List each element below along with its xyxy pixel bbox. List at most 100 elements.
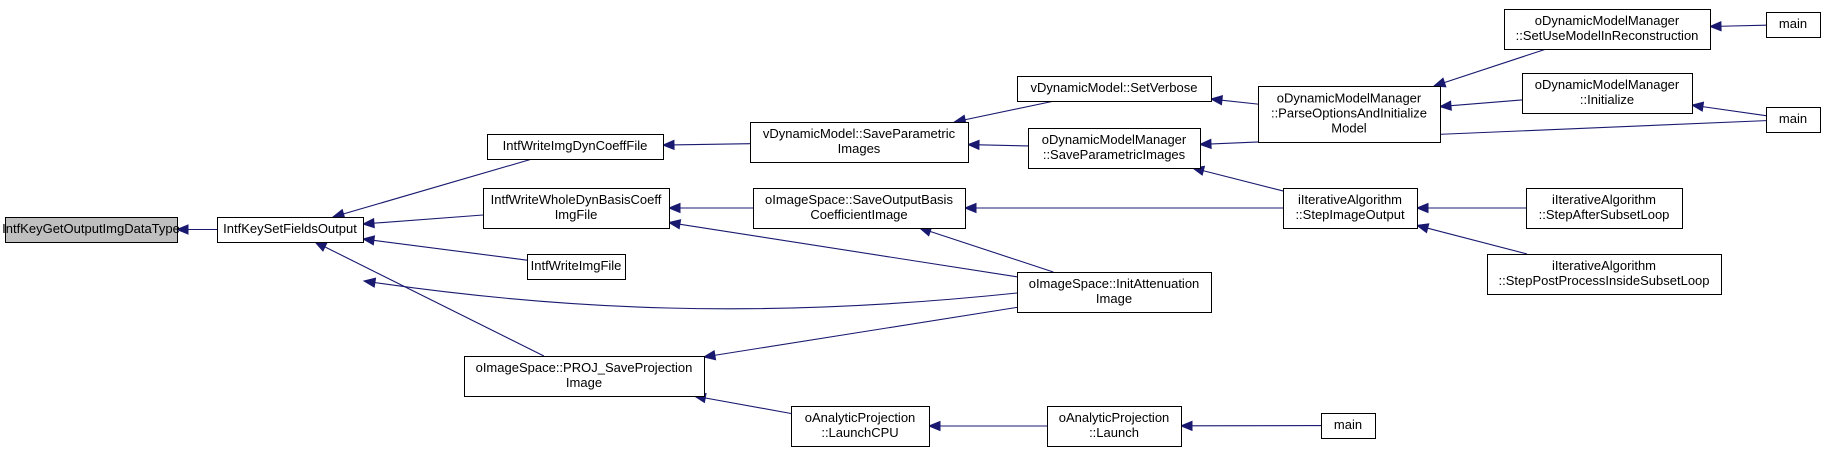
node-odmmSetUseModel[interactable]: oDynamicModelManager::SetUseModelInRecon… [1504,9,1711,50]
node-main2[interactable]: main [1766,107,1821,133]
edge-line [332,158,533,218]
node-label-line: oDynamicModelManager [1042,132,1187,147]
node-box [1504,9,1711,50]
edge-line [954,100,1055,123]
node-label-line: ::ParseOptionsAndInitialize [1271,106,1427,121]
node-label-line: Image [566,375,602,390]
node-iaStepAfterSubset[interactable]: iIterativeAlgorithm::StepAfterSubsetLoop [1526,188,1683,229]
node-label-line: ::Launch [1089,425,1139,440]
node-box [1047,406,1182,447]
arrowhead [1209,95,1223,106]
node-writeImgDynCoeffFile[interactable]: IntfWriteImgDynCoeffFile [487,134,664,160]
edge-line [662,143,751,146]
node-label-line: oDynamicModelManager [1277,91,1422,106]
node-setFieldsOutput[interactable]: IntfKeySetFieldsOutput [217,217,364,243]
node-writeImgFile[interactable]: IntfWriteImgFile [527,254,626,280]
node-vdmSetVerbose[interactable]: vDynamicModel::SetVerbose [1017,76,1212,102]
node-box [753,188,966,229]
node-box [1526,188,1683,229]
edge-apLaunchCPU-to-projSaveProjection [693,392,792,415]
arrowhead [1415,223,1430,234]
edge-vdmSetVerbose-to-vdmSaveParametric [953,100,1055,125]
node-box [1017,272,1212,313]
edge-isInitAttenuation-to-writeWholeDynBasisCoeff [667,219,1018,278]
edge-line [362,214,484,225]
node-label-line: Images [838,141,881,156]
edge-line [1439,99,1523,108]
node-box [1321,413,1376,439]
edge-line [1691,104,1767,117]
node-label-line: oImageSpace::SaveOutputBasis [765,192,953,207]
node-label-line: Model [1331,121,1367,136]
node-main1[interactable]: main [1766,12,1821,38]
node-main3[interactable]: main [1321,413,1376,439]
node-label-line: iIterativeAlgorithm [1552,192,1656,207]
edge-line [314,241,545,357]
node-label-line: iIterativeAlgorithm [1552,258,1656,273]
edges-layer [175,20,1767,432]
edge-vdmSaveParametric-to-writeImgDynCoeffFile [661,139,751,151]
arrowhead [361,217,375,229]
node-iaStepPostProcess[interactable]: iIterativeAlgorithm::StepPostProcessInsi… [1487,254,1722,295]
edge-iaStepPostProcess-to-iaStepImageOutput [1415,223,1528,255]
arrowhead [1438,100,1452,111]
edge-line [694,395,792,415]
edge-line [363,280,1018,310]
edge-iaStepImageOutput-to-odmmSaveParametric [1191,165,1284,192]
edge-line [362,238,528,261]
edge-isInitAttenuation-to-setFieldsOutput [362,277,1018,310]
node-box [487,134,664,160]
node-label-line: ::StepImageOutput [1295,207,1405,222]
node-label-line: iIterativeAlgorithm [1298,192,1402,207]
arrowhead [667,202,681,214]
node-iaStepImageOutput[interactable]: iIterativeAlgorithm::StepImageOutput [1283,188,1418,229]
arrowhead [1708,20,1722,32]
node-box [464,356,705,397]
edge-iaStepImageOutput-to-isSaveOutputBasis [963,202,1283,214]
node-label-line: IntfWriteImgFile [531,258,622,273]
node-root[interactable]: IntfKeyGetOutputImgDataType [2,217,180,243]
arrowhead [1432,77,1447,88]
node-apLaunch[interactable]: oAnalyticProjection::Launch [1047,406,1182,447]
edge-line [1416,224,1528,255]
node-label-line: ImgFile [555,207,598,222]
node-odmmSaveParametric[interactable]: oDynamicModelManager::SaveParametricImag… [1028,128,1201,169]
edge-iaStepAfterSubset-to-iaStepImageOutput [1415,202,1526,214]
node-label-line: main [1779,16,1807,31]
node-box [217,217,364,243]
node-apLaunchCPU[interactable]: oAnalyticProjection::LaunchCPU [791,406,930,447]
node-box [483,188,670,229]
edge-main1-to-odmmSetUseModel [1708,20,1767,32]
node-label-line: CoefficientImage [810,207,907,222]
node-box [1766,107,1821,133]
node-vdmSaveParametric[interactable]: vDynamicModel::SaveParametricImages [750,122,969,163]
node-odmmInitialize[interactable]: oDynamicModelManager::Initialize [1522,73,1693,114]
edge-main2-to-odmmInitialize [1690,101,1767,117]
edge-odmmParseOptions-to-vdmSetVerbose [1209,95,1259,106]
arrowhead [175,224,189,235]
node-box [1487,254,1722,295]
edge-line [1433,48,1547,87]
edge-setFieldsOutput-to-root [175,224,217,235]
edge-line [668,221,1018,278]
edge-odmmInitialize-to-odmmParseOptions [1438,99,1523,111]
node-label-line: IntfWriteWholeDynBasisCoeff [491,192,662,207]
node-label-line: main [1779,111,1807,126]
node-odmmParseOptions[interactable]: oDynamicModelManager::ParseOptionsAndIni… [1258,86,1441,143]
edge-odmmSaveParametric-to-vdmSaveParametric [966,139,1029,151]
node-label-line: oDynamicModelManager [1535,13,1680,28]
edge-line [703,306,1018,358]
node-label-line: ::SaveParametricImages [1043,147,1186,162]
node-box [791,406,930,447]
node-label-line: main [1334,417,1362,432]
edge-main3-to-apLaunch [1179,420,1322,432]
node-box [1017,76,1212,102]
node-isSaveOutputBasis[interactable]: oImageSpace::SaveOutputBasisCoefficientI… [753,188,966,229]
arrowhead [1179,420,1193,432]
arrowhead [361,235,376,246]
arrowhead [702,350,717,361]
